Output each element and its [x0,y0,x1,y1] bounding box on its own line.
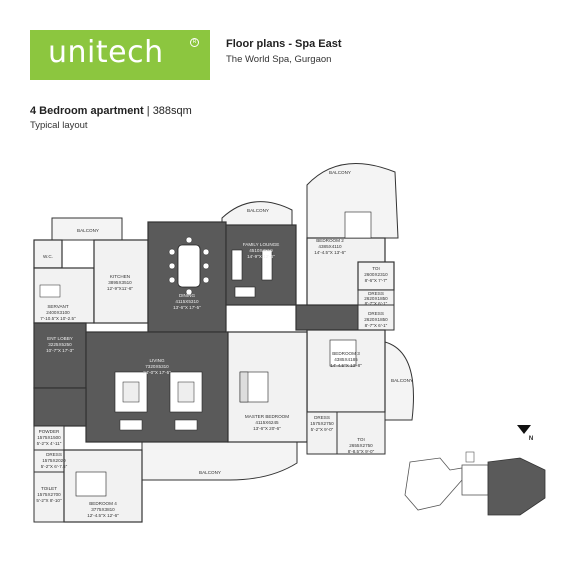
toilet-master-dims: 2655X2750 [349,443,373,448]
toilet2-dims: 2600X2310 [364,272,388,277]
page-title: Floor plans - Spa East [226,38,342,50]
key-plan [404,451,546,516]
apartment-separator: | [143,105,153,117]
dress-master-dims: 1575X2750 [310,421,334,426]
balcony-bedroom2-shape [306,163,399,239]
living-room [85,331,229,443]
bedroom3-bed [329,339,357,367]
dress-master-room [306,411,338,455]
balcony-bedroom3-shape [384,341,414,421]
dress4-label: DRESS [46,452,62,457]
toilet2-feet: 8'-6"X 7'-7" [365,278,388,283]
dress3-room [357,304,395,331]
family-feet: 14'-9"X 12'-6" [247,254,275,259]
powder-dims: 1575X1500 [37,435,61,440]
master-bedroom-dims: 4115X6245 [255,420,279,425]
bedroom2-label: BEDROOM 2 [316,238,344,243]
balcony-bedroom3-label: BALCONY [391,378,413,383]
toilet4-dims: 1575X2700 [37,492,61,497]
dining-label: DINING [179,293,196,298]
apartment-heading: 4 Bedroom apartment | 388sqm [30,105,192,117]
bedroom2-dims: 4385X4110 [318,244,342,249]
toilet2-label: TOI [372,266,380,271]
master-bedroom-feet: 13'-6"X 20'-6" [253,426,281,431]
balcony-top-left-label: BALCONY [77,228,99,233]
entry-lobby-room [33,322,87,389]
master-bedroom-label: MASTER BEDROOM [245,414,289,419]
family-sofa [231,249,273,298]
registered-mark-icon: R [190,38,199,47]
entry-lobby-feet: 10'-7"X 17'-3" [46,348,74,353]
living-feet: 24'-0"X 17'-5" [143,370,171,375]
balcony-family-label: BALCONY [247,208,269,213]
kitchen-room [93,239,149,324]
dress2-label: DRESS [368,291,384,296]
toilet4-room [33,471,65,523]
bedroom2-bed [344,211,372,239]
dress2-feet: 8'-7"X 6'-1" [365,301,388,306]
layout-caption: Typical layout [30,120,88,131]
family-label: FAMILY LOUNGE [243,242,280,247]
entry-lobby-dims: 3225X5250 [48,342,72,347]
page-subtitle: The World Spa, Gurgaon [226,54,332,65]
dress4-feet: 5'-2"X 6'-7.5" [41,464,68,469]
dining-dims: 4115X5310 [175,299,199,304]
toilet4-label: TOILET [41,486,57,491]
dining-feet: 13'-6"X 17'-5" [173,305,201,310]
entry-lobby-label: ENT LOBBY [47,336,73,341]
dress2-dims: 2620X1850 [364,296,388,301]
dress-master-feet: 5'-2"X 9'-0" [311,427,334,432]
powder-label: POWDER [39,429,60,434]
toilet4-feet: 5'-2"X 8'-10" [36,498,62,503]
dress3-label: DRESS [368,311,384,316]
bedroom4-dims: 3775X3810 [91,507,115,512]
apartment-type: 4 Bedroom apartment [30,105,144,117]
dining-table [168,236,210,296]
bedroom4-bed [75,471,107,497]
kitchen-label: KITCHEN [110,274,130,279]
north-label: N [529,436,533,442]
toilet-master-feet: 8'-8.5"X 9'-0" [348,449,375,454]
dress3-feet: 8'-7"X 6'-1" [365,323,388,328]
balcony-top-left-shape [51,217,123,241]
balcony-family-shape [221,201,293,226]
apartment-area: 388sqm [152,105,192,117]
dress3-dims: 2620X1850 [364,317,388,322]
servant-feet: 7'-10.5"X 10'-2.5" [40,316,76,321]
dress-master-label: DRESS [314,415,330,420]
servant-dims: 2400X3100 [46,310,70,315]
powder-feet: 5'-2"X 4'-11" [37,441,62,446]
dress4-dims: 1575X2020 [42,458,66,463]
bedroom4-feet: 12'-4.5"X 12'-6" [87,513,119,518]
toilet2-room [357,261,395,291]
bedroom3-label: BEDROOM 3 [332,351,360,356]
balcony-living-shape [141,441,298,481]
logo-wordmark: unitech [48,35,164,70]
balcony-living-label: BALCONY [199,470,221,475]
north-arrow-icon [517,425,531,434]
family-dims: 4510X3810 [249,248,273,253]
bedroom3-dims: 4385X4185 [334,357,358,362]
unitech-logo: unitech R [30,30,210,80]
servant-bed [39,284,61,298]
toilet-master-label: TOI [357,437,365,442]
master-bed [239,371,269,403]
toilet-master-room [336,411,386,455]
servant-label: SERVANT [47,304,68,309]
corridor-area [33,387,87,427]
kitchen-dims: 3895X3510 [108,280,132,285]
bedroom4-label: BEDROOM 4 [89,501,117,506]
living-label: LIVING [149,358,164,363]
bedroom2-feet: 14'-4.5"X 13'-6" [314,250,346,255]
balcony-bedroom2-label: BALCONY [329,170,351,175]
wc-label: W.C. [43,254,53,259]
kitchen-feet: 12'-9"X11'-6" [107,286,133,291]
living-sofas [114,371,203,431]
bedroom3-feet: 14'-4.5"X 13'-8" [330,363,362,368]
living-dims: 7320X5310 [145,364,169,369]
